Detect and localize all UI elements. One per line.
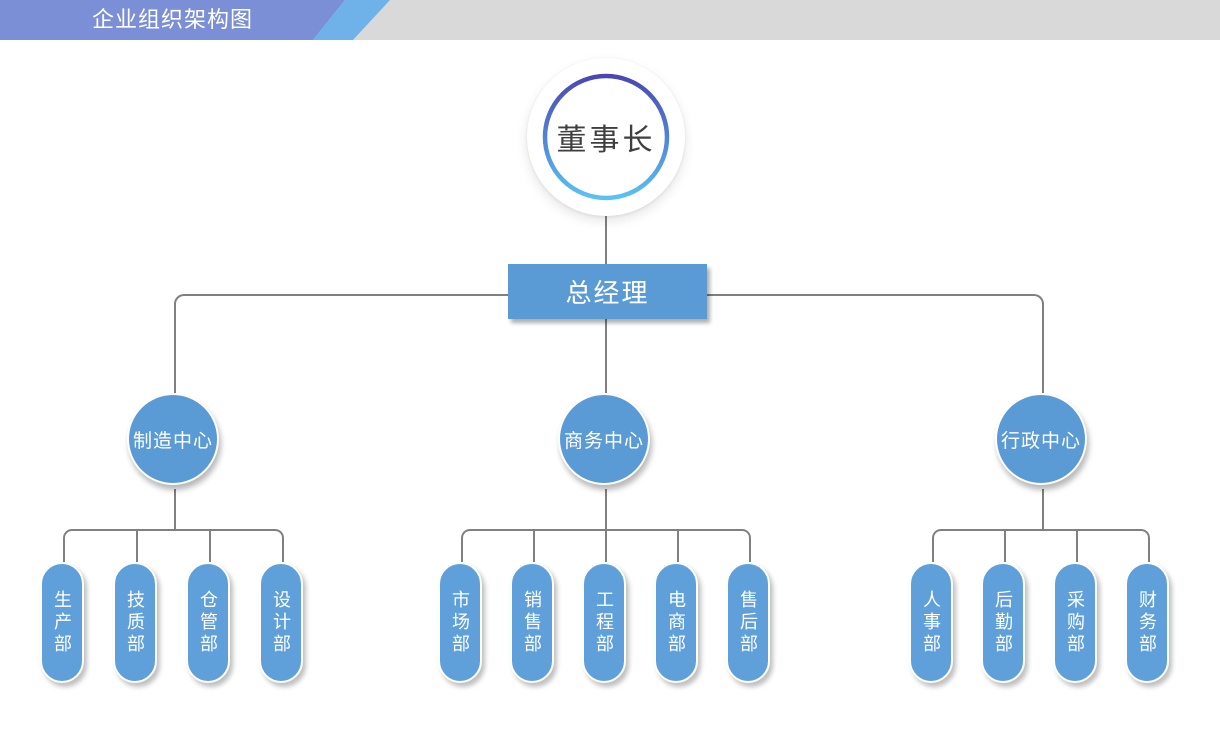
department-label: 销售部 bbox=[522, 589, 542, 656]
connector-business-feed bbox=[605, 489, 607, 562]
admin-center-node: 行政中心 bbox=[995, 393, 1087, 485]
department-pill: 仓管部 bbox=[186, 562, 230, 683]
gradient-ring-icon bbox=[542, 73, 670, 201]
connector-admin-bus bbox=[932, 529, 1150, 562]
connector-stub bbox=[677, 529, 679, 562]
department-label: 市场部 bbox=[450, 589, 470, 656]
manufacturing-center-node: 制造中心 bbox=[127, 393, 219, 485]
department-label: 设计部 bbox=[271, 589, 291, 656]
title-bar-accent-shape bbox=[0, 0, 345, 40]
department-label: 售后部 bbox=[738, 589, 758, 656]
department-label: 技质部 bbox=[125, 589, 145, 656]
department-label: 仓管部 bbox=[198, 589, 218, 656]
department-label: 后勤部 bbox=[993, 589, 1013, 656]
department-label: 工程部 bbox=[594, 589, 614, 656]
department-label: 电商部 bbox=[666, 589, 686, 656]
chairman-label: 董事长 bbox=[556, 124, 656, 157]
department-label: 采购部 bbox=[1065, 589, 1085, 656]
center-label: 行政中心 bbox=[1000, 430, 1081, 452]
title-bar: 企业组织架构图 bbox=[0, 0, 1220, 40]
department-pill: 市场部 bbox=[438, 562, 482, 683]
connector-chairman-to-manager bbox=[605, 216, 607, 264]
department-pill: 后勤部 bbox=[981, 562, 1025, 683]
connector-stub bbox=[1004, 529, 1006, 562]
department-pill: 采购部 bbox=[1053, 562, 1097, 683]
department-pill: 设计部 bbox=[259, 562, 303, 683]
general-manager-node: 总经理 bbox=[508, 264, 707, 319]
connector-manager-to-business-center bbox=[605, 319, 607, 393]
department-pill: 生产部 bbox=[40, 562, 84, 683]
department-pill: 财务部 bbox=[1125, 562, 1169, 683]
center-label: 制造中心 bbox=[132, 430, 213, 452]
department-pill: 技质部 bbox=[113, 562, 157, 683]
page-title: 企业组织架构图 bbox=[91, 7, 253, 32]
connector-stub bbox=[136, 529, 138, 562]
chairman-node: 董事长 bbox=[527, 58, 685, 216]
center-label: 商务中心 bbox=[563, 430, 644, 452]
connector-admin-feed bbox=[1042, 489, 1044, 529]
connector-manufacturing-feed bbox=[174, 489, 176, 529]
department-pill: 售后部 bbox=[726, 562, 770, 683]
department-pill: 人事部 bbox=[909, 562, 953, 683]
general-manager-label: 总经理 bbox=[565, 278, 650, 308]
department-pill: 工程部 bbox=[582, 562, 626, 683]
department-label: 生产部 bbox=[52, 589, 72, 656]
department-label: 人事部 bbox=[921, 589, 941, 656]
business-center-node: 商务中心 bbox=[558, 393, 650, 485]
connector-stub bbox=[1076, 529, 1078, 562]
department-label: 财务部 bbox=[1137, 589, 1157, 656]
connector-stub bbox=[533, 529, 535, 562]
department-pill: 销售部 bbox=[510, 562, 554, 683]
connector-manufacturing-bus bbox=[63, 529, 284, 562]
connector-stub bbox=[209, 529, 211, 562]
connector-business-bus bbox=[461, 529, 751, 562]
department-pill: 电商部 bbox=[654, 562, 698, 683]
